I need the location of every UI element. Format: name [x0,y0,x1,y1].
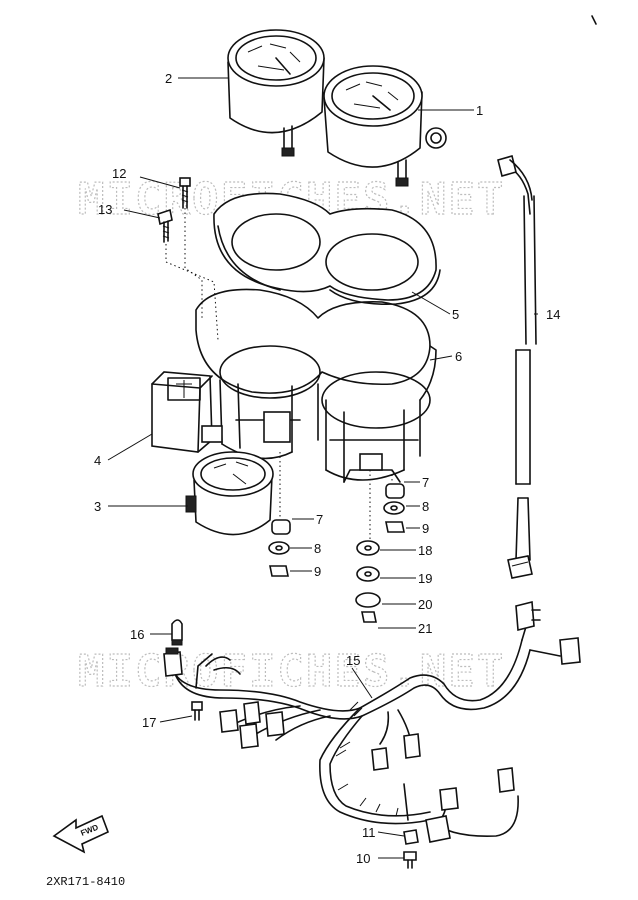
callout-6: 6 [455,349,462,364]
corner-mark [591,15,597,25]
part-12-screw [179,177,191,209]
part-2-speedometer [227,29,325,157]
callout-17: 17 [142,715,156,730]
callout-1: 1 [476,103,483,118]
part-4-indicator-box [151,371,223,453]
leader-lines [107,77,538,859]
callout-12: 12 [112,166,126,181]
part-1-tachometer [323,65,447,187]
part-16-bulb [171,619,183,646]
callout-3: 3 [94,499,101,514]
callout-7-right: 7 [422,475,429,490]
callout-15: 15 [346,653,360,668]
part-3-small-gauge [185,451,274,536]
callout-9-left: 9 [314,564,321,579]
callout-5: 5 [452,307,459,322]
right-grommet-stack [355,470,405,623]
part-11-grommet [403,829,419,845]
watermark-bottom: MICROFICHES.NET [78,646,505,697]
callout-19: 19 [418,571,432,586]
callout-18: 18 [418,543,432,558]
callout-numbers: 1 2 3 4 5 6 7 7 8 8 9 9 10 11 12 13 14 1… [94,71,560,866]
part-13-screw [157,208,173,243]
part-6-meter-bracket [195,288,437,483]
fwd-arrow-icon: FWD [52,814,110,854]
callout-20: 20 [418,597,432,612]
callout-9-right: 9 [422,521,429,536]
part-10-screw [403,851,417,869]
callout-21: 21 [418,621,432,636]
callout-8-left: 8 [314,541,321,556]
left-grommet-stack [268,452,291,577]
callout-8-right: 8 [422,499,429,514]
callout-16: 16 [130,627,144,642]
part-5-meter-cover [213,192,441,306]
callout-2: 2 [165,71,172,86]
leader-13-dotted [165,244,219,341]
part-14-speedometer-cable [497,155,537,579]
part-17-screw [191,701,203,721]
callout-10: 10 [356,851,370,866]
callout-11: 11 [362,825,376,840]
callout-4: 4 [94,453,101,468]
part-code: 2XR171-8410 [46,875,125,889]
bulb-sockets [163,600,581,843]
callout-14: 14 [546,307,560,322]
callout-7-left: 7 [316,512,323,527]
callout-13: 13 [98,202,112,217]
